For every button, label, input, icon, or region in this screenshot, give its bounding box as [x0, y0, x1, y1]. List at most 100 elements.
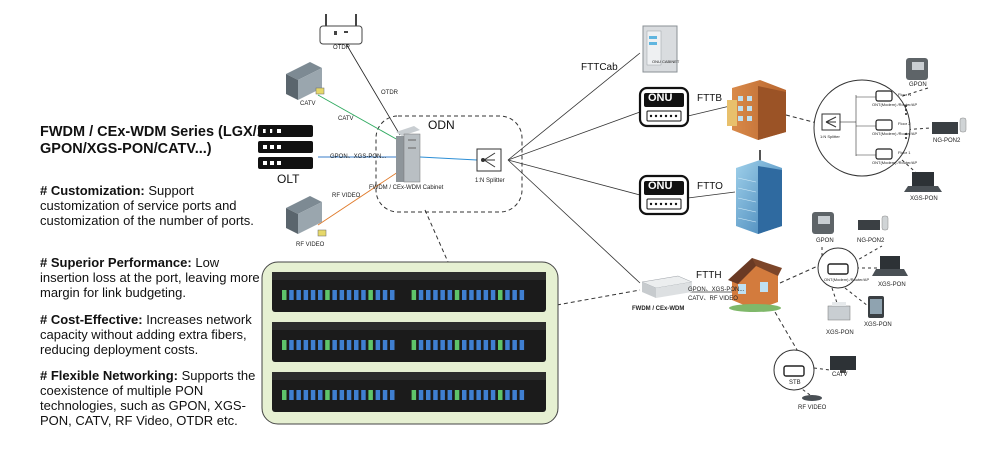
- rack-port: [375, 340, 381, 350]
- rack-port: [483, 340, 489, 350]
- rack-port: [490, 290, 496, 300]
- box-catv-label: CATV、RF VIDEO: [688, 296, 738, 302]
- ftth-house-icon: [728, 258, 782, 312]
- rack-port: [454, 390, 460, 400]
- ftth-xgs-pon-label-1: XGS-PON: [878, 282, 906, 288]
- ftth-rf-video-label: RF VIDEO: [798, 405, 827, 411]
- rack-port: [447, 390, 453, 400]
- rack-port: [440, 390, 445, 400]
- ftth-xgs-pon-label-2: XGS-PON: [864, 322, 892, 328]
- rack-port: [390, 290, 395, 300]
- feature-cost: # Cost-Effective: Increases network capa…: [40, 312, 252, 357]
- rack-port: [318, 340, 323, 350]
- ftth-xgs-pon-tablet-icon: [868, 296, 884, 318]
- rack-port: [303, 340, 309, 350]
- rack-port: [390, 390, 395, 400]
- rack-port: [296, 340, 301, 350]
- catv-label: CATV: [300, 101, 316, 107]
- ftth-callout: [779, 264, 821, 284]
- ftth-ont-icon: [827, 263, 849, 275]
- feature-networking: # Flexible Networking: Supports the coex…: [40, 368, 256, 428]
- series-title: FWDM / CEx-WDM Series (LGX/1U GPON/XGS-P…: [40, 124, 276, 157]
- floor-1-label: Floor 1: [898, 150, 911, 155]
- gpon-phone-icon: [906, 58, 928, 80]
- rack-port: [498, 390, 503, 400]
- cabinet-splitter-line: [419, 156, 478, 161]
- onu-cabinet-label: ONU CABINET: [652, 59, 680, 64]
- fttcab-label: FTTCab: [581, 62, 618, 73]
- ftto-label: FTTO: [697, 181, 723, 192]
- rack-port: [354, 340, 359, 350]
- ftth-catv-label: CATV: [832, 372, 848, 378]
- rack-port: [433, 290, 438, 300]
- fttb-ont-icons: [875, 90, 893, 160]
- rack-port: [332, 390, 337, 400]
- rack-port: [519, 340, 525, 350]
- rack-port: [462, 340, 467, 350]
- rack-port: [440, 340, 445, 350]
- rack-port: [512, 390, 517, 400]
- rack-port: [361, 340, 366, 350]
- olt-label: OLT: [277, 172, 300, 186]
- rack-port: [346, 290, 352, 300]
- rack-port: [454, 290, 460, 300]
- rack-port: [426, 290, 431, 300]
- rack-port: [483, 390, 489, 400]
- onu-fttb-line: [687, 105, 731, 117]
- rack-port: [375, 290, 381, 300]
- floor-2-label: Floor 2: [898, 121, 911, 126]
- rack-port: [368, 290, 373, 300]
- rack-fwdm-callout: [556, 289, 641, 306]
- rack-port: [411, 290, 417, 300]
- rack-port: [346, 340, 352, 350]
- rack-port: [325, 290, 330, 300]
- ftth-xgs-pon-printer-icon: [827, 302, 851, 321]
- fttb-ont-label-3: ONT(Modem) /Router/AP: [872, 160, 918, 165]
- splitter-icon: [476, 148, 502, 172]
- rack-port: [418, 340, 424, 350]
- feature-performance: # Superior Performance: Low insertion lo…: [40, 255, 260, 300]
- rack-port: [505, 390, 510, 400]
- rf-video-label: RF VIDEO: [296, 242, 325, 248]
- rack-port: [426, 390, 431, 400]
- fttb-line: [507, 111, 641, 161]
- rack-port: [318, 290, 323, 300]
- rf-video-device-icon: [802, 395, 822, 401]
- rack-port: [462, 290, 467, 300]
- rack-port: [505, 340, 510, 350]
- fwdm-box-icon: [641, 275, 693, 298]
- ng-pon2-device-icon: [932, 117, 967, 134]
- rack-port: [512, 340, 517, 350]
- ftth-xgs-pon-laptop-icon: [872, 256, 908, 276]
- ftth-ng-pon2-label: NG-PON2: [857, 238, 885, 244]
- otdr-line-label: OTDR: [381, 90, 398, 96]
- onu-fttb-text: ONU: [648, 92, 673, 104]
- rack-port: [411, 390, 417, 400]
- otdr-line: [344, 41, 401, 136]
- rack-port: [303, 290, 309, 300]
- catv-line-label: CATV: [338, 116, 354, 122]
- fttb-gpon-label: GPON: [909, 82, 927, 88]
- fttb-splitter-icon: [821, 113, 841, 131]
- rack-port: [368, 390, 373, 400]
- ftth-line: [507, 159, 641, 284]
- odn-label: ODN: [428, 118, 455, 132]
- fttcab-line: [507, 52, 641, 161]
- rack-port: [411, 340, 417, 350]
- rack-port: [476, 390, 481, 400]
- otdr-icon: [319, 14, 363, 45]
- cabinet-label: FWDM / CEx-WDM Cabinet: [369, 185, 444, 191]
- splitter-label: 1:N Splitter: [475, 178, 505, 184]
- rack-port: [346, 390, 352, 400]
- floor-n-label: Floor N: [898, 92, 912, 97]
- rack-port: [310, 340, 316, 350]
- rack-port: [361, 390, 366, 400]
- stb-icon: [783, 365, 805, 377]
- onu-ftto-icon: [638, 174, 690, 216]
- rack-port: [382, 390, 388, 400]
- rack-port: [310, 290, 316, 300]
- box-gpon-label: GPON、XGS-PON...: [688, 287, 745, 293]
- onu-fttb-icon: [638, 86, 690, 128]
- fttb-label: FTTB: [697, 93, 722, 104]
- rack-port: [332, 290, 337, 300]
